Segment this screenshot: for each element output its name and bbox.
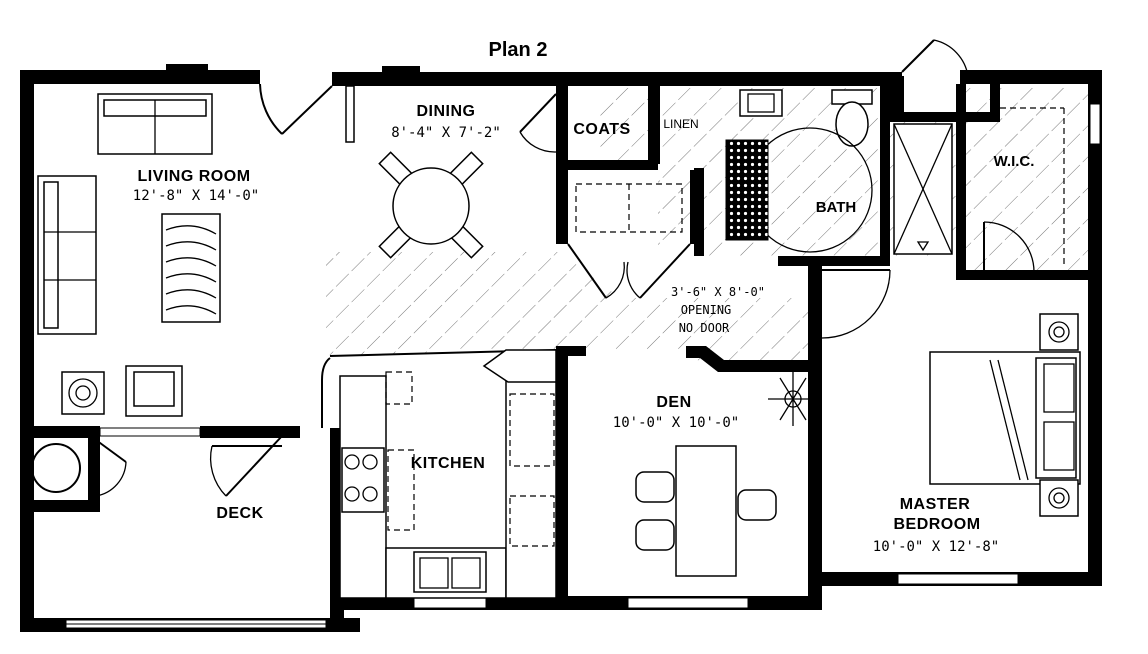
master-label-line2: BEDROOM <box>893 516 980 533</box>
kitchen-label: KITCHEN <box>411 455 486 472</box>
bath-fixtures <box>725 89 1065 264</box>
den-dims: 10'-0" X 10'-0" <box>613 415 739 431</box>
dining-table <box>378 151 484 259</box>
plan-title: Plan 2 <box>489 39 548 61</box>
wic-label: W.I.C. <box>994 153 1035 170</box>
kitchen-fixtures <box>321 349 557 599</box>
coats-label: COATS <box>573 121 630 138</box>
den-furniture <box>635 372 818 577</box>
master-dims: 10'-0" X 12'-8" <box>873 539 999 555</box>
opening-note-line2: OPENING <box>681 303 732 317</box>
linen-label: LINEN <box>663 117 698 131</box>
bath-label: BATH <box>816 199 857 216</box>
opening-note-line1: 3'-6" X 8'-0" <box>671 285 765 299</box>
doors <box>95 39 1035 497</box>
den-label: DEN <box>656 394 691 411</box>
dining-label: DINING <box>417 103 476 120</box>
master-label-line1: MASTER <box>900 496 971 513</box>
opening-note-line3: NO DOOR <box>679 321 730 335</box>
bedroom-furniture <box>929 313 1081 517</box>
deck-label: DECK <box>216 505 263 522</box>
living-room-dims: 12'-8" X 14'-0" <box>133 188 259 204</box>
living-room-label: LIVING ROOM <box>137 168 250 185</box>
dining-dims: 8'-4" X 7'-2" <box>391 125 501 141</box>
living-room-furniture <box>37 93 221 417</box>
interior-walls <box>20 84 1102 610</box>
